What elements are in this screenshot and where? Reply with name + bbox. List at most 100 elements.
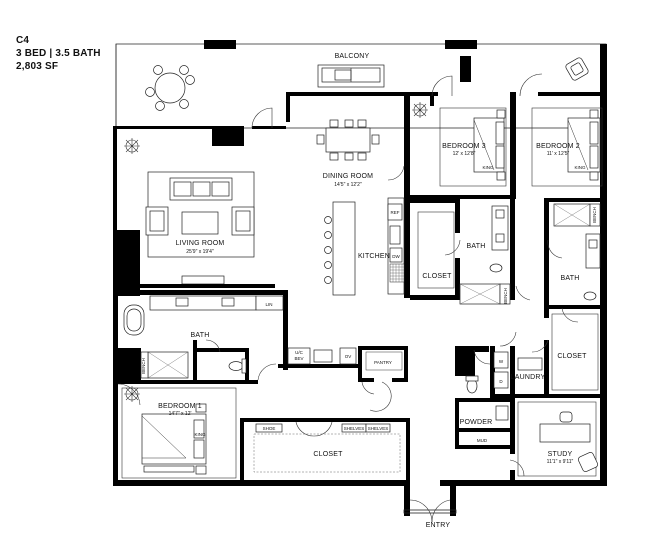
- bar-sink: [313, 349, 333, 363]
- laundry-label: LAUNDRY: [511, 374, 546, 381]
- outdoor-lounge-chair: [565, 57, 589, 81]
- shelves: [365, 423, 391, 433]
- outdoor-sofa: [317, 64, 385, 88]
- kitchen: REF DW KITCHEN U/C BEV OV: [287, 197, 405, 365]
- king-label: KING: [194, 432, 206, 437]
- entry-label: ENTRY: [426, 522, 451, 529]
- bench-label: BENCH: [503, 288, 508, 304]
- bev-label: BEV: [294, 356, 303, 361]
- primary-closet: SHOE SHELVES SHELVES CLOSET: [253, 423, 401, 473]
- balcony-label: BALCONY: [335, 53, 370, 60]
- center-bath: BATH BENCH: [459, 205, 511, 305]
- dining-room-label: DINING ROOM: [323, 173, 373, 180]
- bedroom-2-dimensions: 11' x 12'5": [547, 151, 570, 157]
- dryer: [493, 371, 509, 389]
- powder-label: POWDER: [460, 419, 493, 426]
- shelves-label: SHELVES: [344, 426, 364, 431]
- double-vanity: [149, 295, 257, 311]
- bath-primary-label: BATH: [191, 332, 210, 339]
- pantry-label: PANTRY: [374, 360, 392, 365]
- study-dimensions: 11'1" x 9'11": [547, 459, 574, 465]
- plant-icon: [124, 386, 140, 402]
- mud-label: MUD: [477, 438, 488, 443]
- bedroom-1-dimensions: 14'7" x 12': [169, 411, 192, 417]
- plant-icon: [412, 102, 428, 118]
- living-room-label: LIVING ROOM: [176, 240, 225, 247]
- refrigerator: [387, 203, 403, 221]
- bedroom-2-label: BEDROOM 2: [536, 143, 580, 150]
- right-bath: BENCH BATH: [553, 203, 601, 301]
- kitchen-label: KITCHEN: [358, 253, 390, 260]
- uc-bev-label: U/C: [295, 350, 304, 355]
- closet-right-label: CLOSET: [557, 353, 587, 360]
- dining-table: [325, 127, 371, 153]
- lin-label: LIN: [265, 302, 272, 307]
- study-label: STUDY: [548, 451, 573, 458]
- closet-center-label: CLOSET: [422, 273, 452, 280]
- powder-sink: [495, 405, 509, 421]
- pantry: PANTRY: [365, 351, 403, 371]
- closet-primary-label: CLOSET: [313, 451, 343, 458]
- bedroom-3-label: BEDROOM 3: [442, 143, 486, 150]
- bedroom-3-dimensions: 12' x 12'8": [453, 151, 476, 157]
- oven: [339, 347, 357, 365]
- bath-center-label: BATH: [467, 243, 486, 250]
- linen-cabinet: [255, 295, 284, 311]
- toilet: [228, 361, 244, 371]
- dryer-label: D: [499, 379, 503, 384]
- lounge-chair: [578, 452, 598, 472]
- exterior-walls: [113, 44, 607, 516]
- balcony-column: [204, 40, 236, 49]
- bench-label: BENCH: [592, 207, 597, 223]
- bench: [143, 465, 195, 473]
- laundry-counter: [517, 357, 543, 371]
- living-room-dimensions: 25'9" x 19'4": [186, 249, 214, 255]
- unit-name: C4: [16, 35, 30, 46]
- dining-room-dimensions: 14'5" x 12'2": [334, 182, 362, 188]
- ref-label: REF: [391, 210, 400, 215]
- bath-right-label: BATH: [561, 275, 580, 282]
- shoe-shelf: [255, 423, 283, 433]
- unit-configuration: 3 BED | 3.5 BATH: [16, 48, 101, 59]
- balcony-column: [460, 56, 471, 82]
- powder: POWDER MUD: [460, 375, 509, 443]
- bedroom-1-label: BEDROOM 1: [158, 403, 202, 410]
- desk-chair: [559, 411, 573, 423]
- desk: [539, 423, 591, 443]
- beverage-fridge: [287, 347, 311, 365]
- ov-label: OV: [345, 354, 352, 359]
- tv-console: [181, 275, 225, 285]
- right-closet: CLOSET: [551, 313, 599, 391]
- study: STUDY 11'1" x 9'11": [517, 401, 598, 477]
- living-room-furniture: LIVING ROOM 25'9" x 19'4": [124, 138, 275, 288]
- sink: [389, 225, 401, 245]
- center-closet: CLOSET: [417, 211, 455, 289]
- balcony: BALCONY: [115, 40, 607, 129]
- dw-label: DW: [392, 254, 400, 259]
- toilet: [583, 291, 597, 301]
- dining-room: DINING ROOM 14'5" x 12'2": [316, 119, 380, 188]
- plan-header: C4 3 BED | 3.5 BATH 2,803 SF: [16, 34, 101, 73]
- king-label: KING: [482, 165, 494, 170]
- bedroom-2: BEDROOM 2 11' x 12'5" KING: [531, 107, 603, 187]
- washer-label: W: [499, 359, 504, 364]
- coffee-table: [181, 211, 219, 235]
- shoe-label: SHOE: [263, 426, 276, 431]
- washer: [493, 351, 509, 369]
- balcony-column: [445, 40, 477, 49]
- primary-bath: LIN BATH BENCH: [123, 295, 284, 379]
- bedroom-3: BEDROOM 3 12' x 12'8" KING: [412, 102, 507, 187]
- toilet: [489, 263, 503, 273]
- door-swings: [117, 73, 579, 523]
- shelves-label: SHELVES: [368, 426, 388, 431]
- vanity: [585, 233, 601, 269]
- unit-area: 2,803 SF: [16, 61, 59, 72]
- plant-icon: [124, 138, 140, 154]
- king-label: KING: [574, 165, 586, 170]
- bedroom-1: BEDROOM 1 14'7" x 12' KING: [121, 386, 237, 479]
- bench-label: BENCH: [141, 358, 146, 374]
- outdoor-dining-set: [145, 65, 195, 111]
- dishwasher: [389, 247, 403, 263]
- kitchen-island: [332, 201, 356, 296]
